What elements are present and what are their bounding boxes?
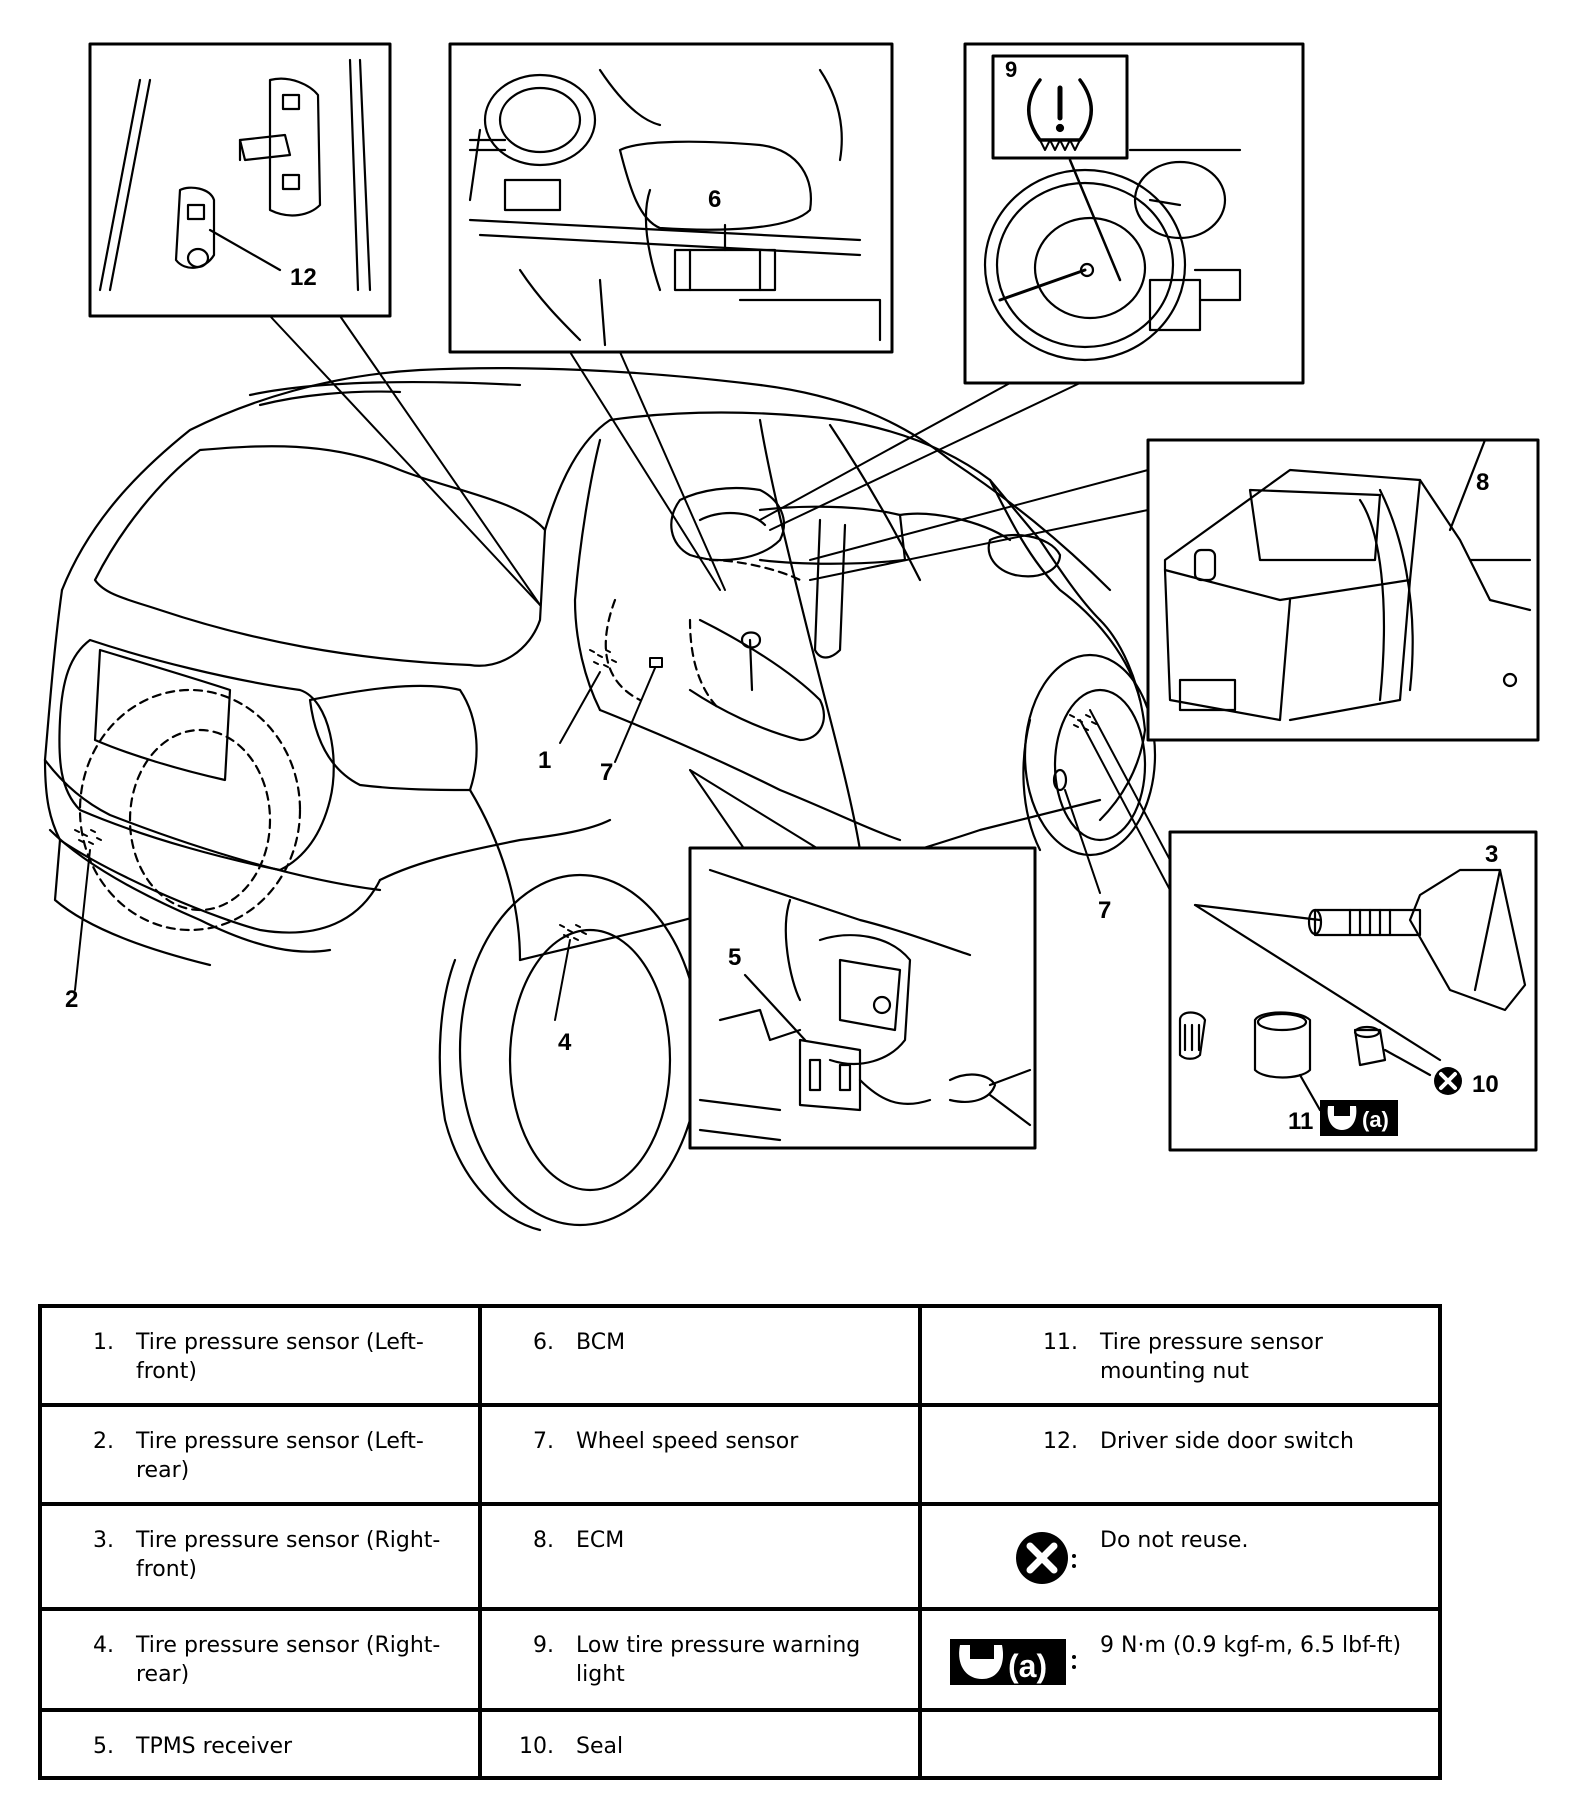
callout-7-rear: 7 (600, 759, 613, 786)
legend-number: 5. (93, 1734, 114, 1760)
legend-text: Tire pressure sensor (Left-front) (136, 1330, 424, 1384)
tpms-component-location-diagram: (a) 1 2 3 4 5 6 7 7 8 9 10 11 12 (43, 42, 1540, 1232)
front-wheel (1022, 653, 1157, 857)
legend-text: BCM (576, 1330, 626, 1355)
callout-8: 8 (1476, 469, 1489, 496)
legend-row: 4. Tire pressure sensor (Right-rear) 9. Lo… (38, 1607, 1442, 1713)
legend-number: 8. (533, 1527, 554, 1553)
legend-number: 10. (519, 1734, 554, 1760)
inset-warning-light (963, 42, 1305, 385)
callout-1: 1 (538, 747, 551, 774)
do-not-reuse-icon (1434, 1067, 1462, 1095)
legend-number: 12. (1043, 1428, 1078, 1454)
inset-bcm (448, 42, 894, 354)
legend-text: Low tire pressure warning light (576, 1633, 861, 1688)
callout-5: 5 (728, 944, 741, 971)
legend-number: 7. (533, 1428, 554, 1454)
callout-2: 2 (65, 986, 78, 1013)
torque-wrench-icon: (a) (1320, 1100, 1398, 1136)
legend-number: 6. (533, 1330, 554, 1355)
legend-row: 5. TPMS receiver 10. Seal (38, 1708, 1442, 1780)
callout-11: 11 (1288, 1108, 1313, 1135)
inset-tire-pressure-sensor (1168, 830, 1538, 1152)
legend-table: 1. Tire pressure sensor (Left-front) 6. BC… (38, 1304, 1442, 1780)
vehicle-body-outline (43, 367, 1147, 967)
legend-text: 9 N·m (0.9 kgf-m, 6.5 lbf-ft) (1100, 1633, 1402, 1659)
legend-row: 1. Tire pressure sensor (Left-front) 6. BC… (38, 1304, 1442, 1407)
svg-text:(a): (a) (1362, 1107, 1389, 1132)
inset-ecm (1146, 438, 1540, 742)
callout-3: 3 (1485, 841, 1498, 868)
legend-text: Driver side door switch (1100, 1428, 1354, 1454)
legend-row: 3. Tire pressure sensor (Right-front) 8. E… (38, 1501, 1442, 1612)
callout-6: 6 (708, 186, 721, 213)
legend-text: Tire pressure sensor (Left-rear) (136, 1428, 424, 1483)
legend-text: Wheel speed sensor (576, 1428, 799, 1454)
legend-text: Seal (576, 1734, 624, 1760)
legend-number: 9. (533, 1633, 554, 1659)
legend-number: 2. (93, 1428, 114, 1454)
legend-number: 3. (93, 1527, 114, 1553)
legend-number: 11. (1043, 1330, 1078, 1355)
sensor-stipples (74, 649, 1097, 941)
inset-tpms-receiver (688, 846, 1037, 1150)
legend-text: Tire pressure sensor (Right-front) (136, 1527, 441, 1582)
callout-7-front: 7 (1098, 897, 1111, 924)
legend-number: 1. (93, 1330, 114, 1355)
legend-text: Do not reuse. (1100, 1527, 1249, 1553)
legend-text: TPMS receiver (136, 1734, 293, 1760)
callout-10: 10 (1472, 1071, 1499, 1098)
do-not-reuse-icon (1016, 1531, 1076, 1584)
callout-4: 4 (558, 1029, 572, 1056)
callout-9: 9 (1005, 57, 1017, 82)
callout-12: 12 (290, 264, 317, 291)
legend-symbol (928, 1526, 1100, 1590)
legend-text: Tire pressure sensor (Right-rear) (136, 1633, 441, 1688)
legend-symbol: (a) (928, 1631, 1100, 1691)
svg-text:(a): (a) (1008, 1648, 1047, 1684)
hidden-components-dashed (78, 558, 802, 932)
torque-wrench-icon: (a) (950, 1639, 1076, 1686)
legend-text: ECM (576, 1527, 625, 1553)
legend-number: 4. (93, 1633, 114, 1659)
legend-row: 2. Tire pressure sensor (Left-rear) 7. Whe… (38, 1402, 1442, 1506)
leader-lines (74, 315, 1171, 1021)
legend-text: Tire pressure sensor mounting nut (1100, 1330, 1323, 1384)
inset-door-switch (88, 42, 392, 318)
